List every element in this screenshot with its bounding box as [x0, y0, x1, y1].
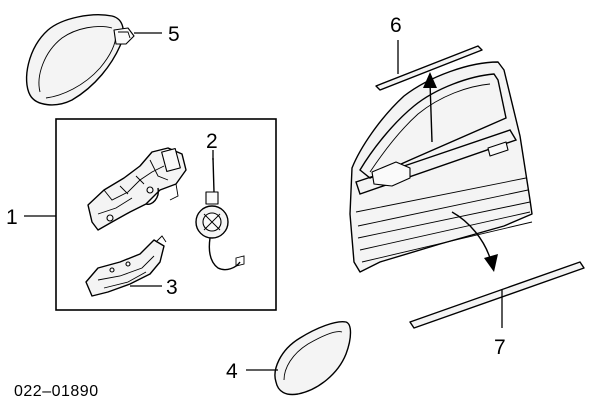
side-mirror: [25, 14, 135, 106]
lock-cylinder: [195, 157, 245, 271]
lower-molding: [409, 261, 585, 329]
callout-7: 7: [494, 336, 506, 359]
assembly-box-1: [55, 118, 277, 311]
diagram-reference-code: 022–01890: [14, 383, 99, 400]
callout-3: 3: [166, 276, 178, 299]
callout-5: 5: [168, 23, 180, 46]
inside-door-handle: [85, 235, 167, 297]
callout-1: 1: [6, 206, 18, 229]
callout-2: 2: [206, 130, 218, 153]
door-latch-mechanism: [87, 147, 187, 231]
upper-weatherstrip: [375, 45, 483, 91]
callout-4: 4: [226, 360, 238, 383]
mirror-glass: [274, 321, 352, 396]
door-shell: [349, 61, 533, 273]
arrow-up-icon: [423, 72, 437, 143]
callout-6: 6: [390, 14, 402, 37]
arrow-down-icon: [451, 211, 498, 272]
